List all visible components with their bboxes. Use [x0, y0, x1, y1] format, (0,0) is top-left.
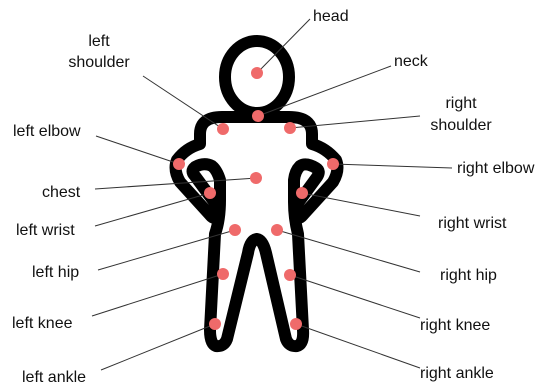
keypoint-left-elbow [173, 158, 185, 170]
keypoint-right-shoulder [284, 122, 296, 134]
leader-line-right-knee [290, 275, 420, 318]
keypoint-left-hip [229, 224, 241, 236]
label-right-ankle: right ankle [420, 365, 494, 382]
leader-line-right-elbow [333, 164, 452, 168]
label-chest: chest [42, 184, 81, 201]
keypoint-head [251, 67, 263, 79]
leader-line-left-knee [92, 274, 223, 316]
keypoint-right-elbow [327, 158, 339, 170]
keypoint-neck [252, 110, 264, 122]
label-right-shoulder-line2: shoulder [430, 117, 492, 134]
figure-body [176, 117, 338, 346]
keypoint-left-knee [217, 268, 229, 280]
keypoint-right-wrist [296, 187, 308, 199]
keypoint-right-ankle [290, 318, 302, 330]
label-left-hip: left hip [32, 264, 79, 281]
human-figure [176, 41, 338, 346]
label-right-elbow: right elbow [457, 160, 535, 177]
leader-line-left-ankle [101, 324, 215, 370]
label-left-wrist: left wrist [16, 222, 75, 239]
leader-line-right-ankle [296, 324, 420, 368]
label-left-shoulder-line2: shoulder [68, 54, 130, 71]
keypoint-left-wrist [204, 187, 216, 199]
leader-line-left-wrist [95, 193, 210, 226]
label-right-wrist: right wrist [438, 215, 507, 232]
leader-line-left-shoulder [143, 76, 223, 129]
label-right-shoulder-line1: right [445, 95, 477, 112]
label-left-shoulder-line1: left [88, 33, 110, 50]
label-head: head [313, 8, 349, 25]
label-right-hip: right hip [440, 267, 497, 284]
keypoint-left-shoulder [217, 123, 229, 135]
label-right-knee: right knee [420, 317, 490, 334]
keypoint-chest [250, 172, 262, 184]
keypoint-right-knee [284, 269, 296, 281]
label-left-knee: left knee [12, 315, 73, 332]
keypoint-right-hip [271, 224, 283, 236]
label-left-elbow: left elbow [13, 123, 81, 140]
label-neck: neck [394, 53, 429, 70]
keypoint-left-ankle [209, 318, 221, 330]
label-left-ankle: left ankle [22, 369, 86, 386]
leader-line-left-elbow [96, 136, 179, 164]
